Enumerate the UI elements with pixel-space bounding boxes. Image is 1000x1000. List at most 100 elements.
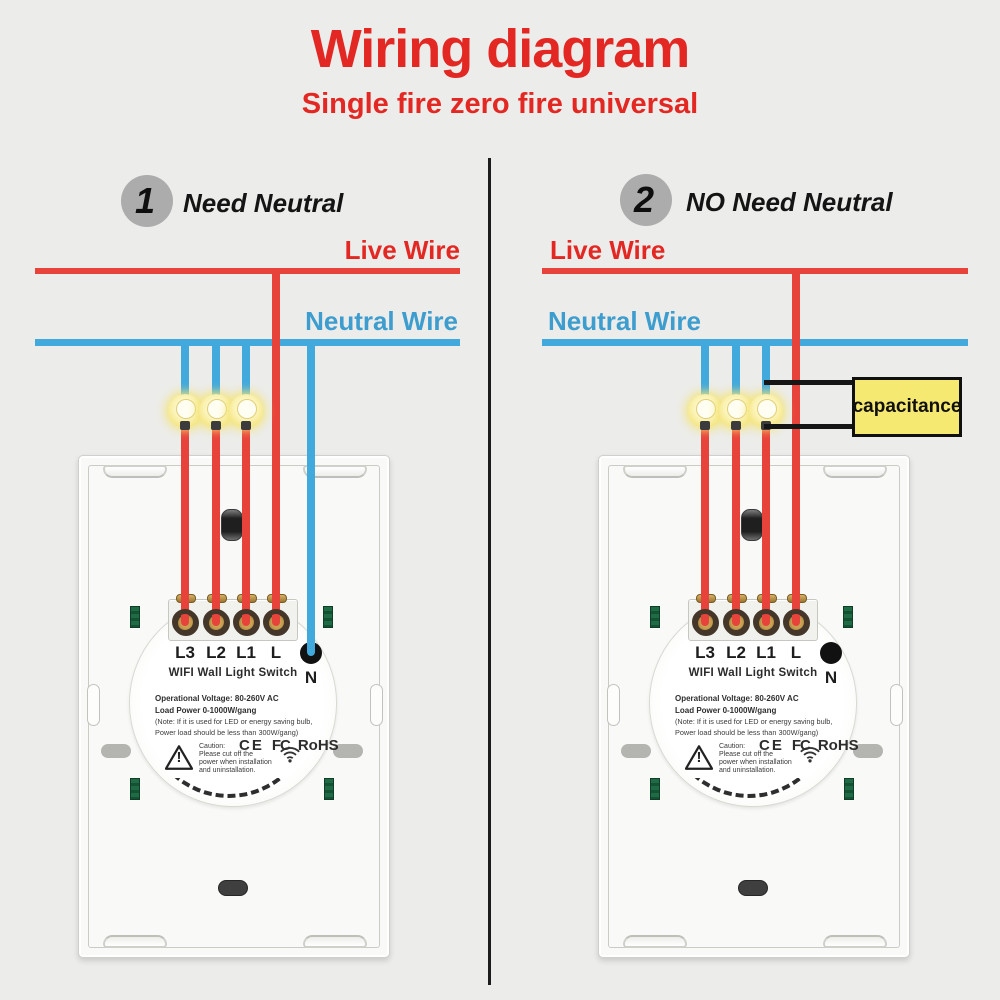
- terminal-label-l3: L3: [175, 643, 195, 662]
- smart-switch-device: L3 L2 L1 L N WIFI Wall Light Switch Oper…: [598, 455, 910, 958]
- terminal-label-l1: L1: [756, 643, 776, 662]
- panel2-neutral-drop-1: [701, 339, 709, 399]
- green-contact: [843, 606, 853, 628]
- panel1-heading: Need Neutral: [183, 188, 344, 218]
- rohs-logo: RoHS: [297, 737, 339, 754]
- terminal-n: [820, 642, 842, 664]
- page-subtitle: Single fire zero fire universal: [301, 88, 699, 120]
- mounting-clip: [823, 465, 887, 478]
- spec-line: (Note: If it is used for LED or energy s…: [675, 717, 833, 726]
- module-dash-arc: [145, 778, 321, 806]
- panel1-number-badge: 1: [121, 175, 173, 227]
- green-contact: [324, 778, 334, 800]
- bulb-icon: [229, 394, 263, 428]
- panel-divider: [488, 158, 491, 985]
- caution-text: Caution: Please cut off the power when i…: [719, 743, 792, 774]
- spec-line: Power load should be less than 300W/gang…: [675, 728, 819, 737]
- terminal-ring-l2: [203, 609, 229, 635]
- terminal-label-l: L: [270, 643, 282, 662]
- warning-triangle-icon: [685, 745, 713, 770]
- terminal-label-n: N: [824, 668, 838, 687]
- panel2-live-wire-label: Live Wire: [550, 235, 666, 265]
- panel1-neutral-drop-1: [181, 339, 189, 399]
- terminal-label-l2: L2: [206, 643, 226, 662]
- panel1-load-wire-3: [242, 429, 250, 626]
- green-contact: [130, 778, 140, 800]
- panel2-load-wire-1: [701, 429, 709, 626]
- side-slot: [890, 684, 903, 726]
- panel1-live-wire-drop: [272, 268, 280, 626]
- side-slot: [370, 684, 383, 726]
- bulb-base: [241, 421, 251, 430]
- terminal-ring-l: [783, 609, 809, 635]
- panel1-load-wire-1: [181, 429, 189, 626]
- green-contact: [323, 606, 333, 628]
- terminal-ring-l3: [692, 609, 718, 635]
- panel2-live-wire-drop: [792, 268, 800, 626]
- panel1-neutral-to-n-drop: [307, 339, 315, 656]
- panel1-live-wire-label: Live Wire: [344, 235, 460, 265]
- terminal-ring-l3: [172, 609, 198, 635]
- terminal-label-l2: L2: [726, 643, 746, 662]
- capacitance-box: capacitance: [852, 377, 962, 437]
- spec-line: Operational Voltage: 80-260V AC: [155, 694, 279, 703]
- device-title: WIFI Wall Light Switch: [168, 667, 298, 679]
- bulb-icon: [749, 394, 783, 428]
- panel2-load-wire-2: [732, 429, 740, 626]
- side-slot: [607, 684, 620, 726]
- terminal-label-l: L: [790, 643, 802, 662]
- panel2-live-wire-horizontal: [542, 268, 968, 274]
- panel1-neutral-drop-3: [242, 339, 250, 399]
- rohs-logo: RoHS: [817, 737, 859, 754]
- panel2-heading: NO Need Neutral: [686, 187, 893, 217]
- spec-line: (Note: If it is used for LED or energy s…: [155, 717, 313, 726]
- spec-line: Power load should be less than 300W/gang…: [155, 728, 299, 737]
- terminal-label-l3: L3: [695, 643, 715, 662]
- ce-logo: CE: [239, 737, 264, 754]
- ce-logo: CE: [759, 737, 784, 754]
- mounting-clip: [623, 935, 687, 948]
- terminal-ring-l: [263, 609, 289, 635]
- terminal-ring-l1: [233, 609, 259, 635]
- capacitor-wire-bottom: [764, 424, 854, 429]
- wifi-icon: [280, 747, 300, 763]
- green-contact: [650, 606, 660, 628]
- mounting-clip: [303, 935, 367, 948]
- bulb-base: [731, 421, 741, 430]
- screw-slot: [101, 744, 131, 758]
- bulb-base: [700, 421, 710, 430]
- mounting-clip: [103, 935, 167, 948]
- screw-slot: [333, 744, 363, 758]
- module-dash-arc: [665, 778, 841, 806]
- bottom-button: [218, 880, 248, 896]
- certification-logos: CE FC RoHS: [239, 737, 339, 754]
- device-specs: Operational Voltage: 80-260V AC Load Pow…: [155, 693, 312, 738]
- terminal-ring-l2: [723, 609, 749, 635]
- panel1-neutral-wire-label: Neutral Wire: [305, 306, 458, 336]
- mounting-clip: [623, 465, 687, 478]
- terminal-label-n: N: [304, 668, 318, 687]
- screw-slot: [621, 744, 651, 758]
- device-title: WIFI Wall Light Switch: [688, 667, 818, 679]
- device-specs: Operational Voltage: 80-260V AC Load Pow…: [675, 693, 832, 738]
- bulb-icon: [199, 394, 233, 428]
- panel2-load-wire-3: [762, 429, 770, 626]
- mounting-stud: [741, 509, 763, 541]
- green-contact: [650, 778, 660, 800]
- panel1-live-wire-horizontal: [35, 268, 460, 274]
- spec-line: Load Power 0-1000W/gang: [675, 705, 777, 715]
- green-contact: [130, 606, 140, 628]
- panel2-neutral-drop-3: [762, 339, 770, 399]
- green-contact: [844, 778, 854, 800]
- spec-line: Operational Voltage: 80-260V AC: [675, 694, 799, 703]
- screw-slot: [853, 744, 883, 758]
- panel1-load-wire-2: [212, 429, 220, 626]
- panel1-neutral-drop-2: [212, 339, 220, 399]
- smart-switch-device: L3 L2 L1 L N WIFI Wall Light Switch Oper…: [78, 455, 390, 958]
- mounting-clip: [823, 935, 887, 948]
- mounting-clip: [303, 465, 367, 478]
- fcc-logo: FC: [271, 737, 291, 754]
- mounting-stud: [221, 509, 243, 541]
- page-title: Wiring diagram: [310, 19, 691, 79]
